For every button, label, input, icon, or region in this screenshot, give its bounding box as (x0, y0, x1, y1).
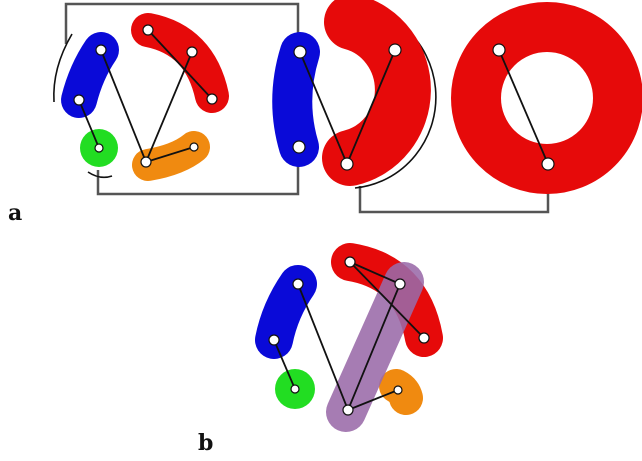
node (340, 157, 354, 171)
node (344, 256, 356, 268)
panel-a (53, 0, 642, 214)
node (393, 385, 403, 395)
edge (299, 51, 348, 165)
nodes-a (73, 24, 555, 171)
edge (349, 261, 401, 285)
node (268, 334, 280, 346)
arc-left-blue (53, 33, 73, 103)
node (142, 24, 154, 36)
node (290, 384, 300, 394)
node (186, 46, 198, 58)
node (206, 93, 218, 105)
edge (498, 49, 549, 165)
node (189, 142, 199, 152)
edge (273, 339, 296, 390)
edge (349, 261, 425, 339)
node (541, 157, 555, 171)
blue-blob-2 (272, 32, 320, 167)
node (73, 94, 85, 106)
node (418, 332, 430, 344)
edge (78, 99, 100, 149)
edge (145, 146, 195, 163)
node (394, 278, 406, 290)
node (95, 44, 107, 56)
node (292, 278, 304, 290)
red-crescent (322, 0, 431, 186)
arc-bottom-green (87, 171, 113, 179)
edge (346, 49, 396, 165)
edge (100, 49, 147, 163)
frame-bottom-connector (358, 185, 550, 214)
panel-label-a: a (8, 200, 23, 226)
node (492, 43, 506, 57)
blue-blob (255, 265, 317, 359)
node (292, 140, 306, 154)
edges-a (78, 29, 549, 165)
node (293, 45, 307, 59)
node (342, 404, 354, 416)
node (388, 43, 402, 57)
blue-blob (61, 32, 119, 118)
node (94, 143, 104, 153)
edges-b (273, 261, 425, 411)
node (140, 156, 152, 168)
edge (297, 283, 349, 411)
edge (147, 29, 213, 100)
edge (347, 389, 399, 411)
panel-label-b: b (198, 430, 214, 456)
panel-b (255, 243, 443, 432)
nodes-b (268, 256, 430, 416)
